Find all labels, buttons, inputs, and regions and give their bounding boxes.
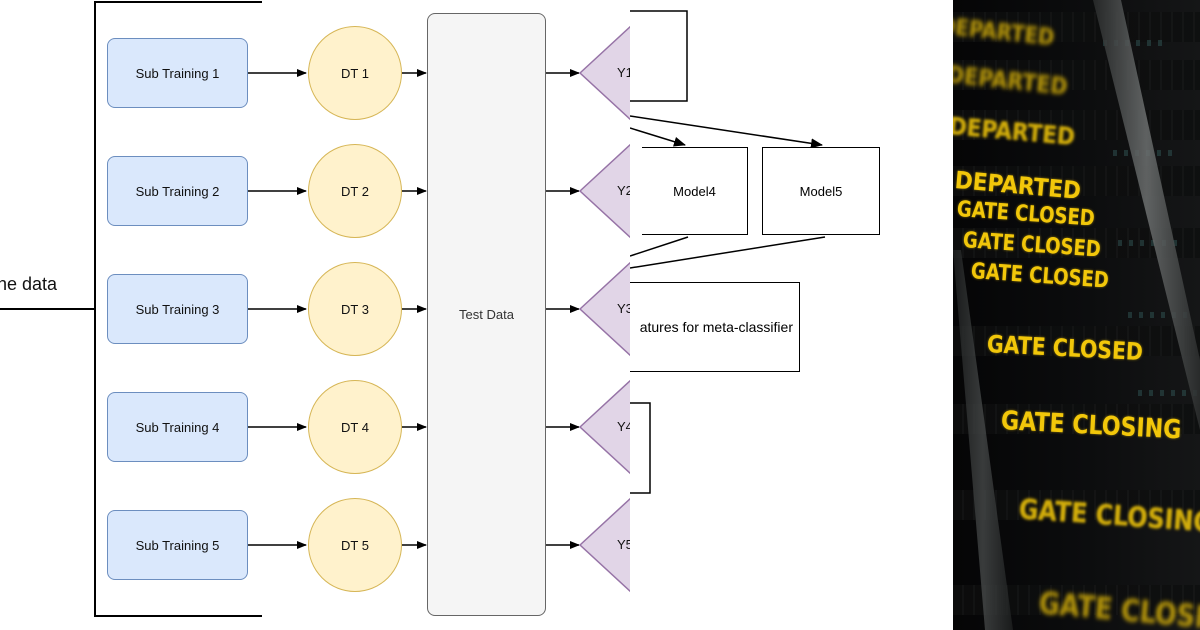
indicator-lights bbox=[1103, 40, 1163, 46]
meta-connectors bbox=[630, 10, 826, 494]
prediction-triangle-3 bbox=[578, 261, 630, 357]
top-output-box bbox=[630, 10, 688, 102]
sub-training-5: Sub Training 5 bbox=[107, 510, 248, 580]
decision-tree-3: DT 3 bbox=[308, 262, 402, 356]
decision-tree-2: DT 2 bbox=[308, 144, 402, 238]
prediction-triangle-4 bbox=[578, 379, 630, 475]
prediction-triangle-5 bbox=[578, 497, 630, 593]
sub-training-3: Sub Training 3 bbox=[107, 274, 248, 344]
model5-box: Model5 bbox=[762, 147, 880, 235]
indicator-lights bbox=[1118, 240, 1178, 246]
indicator-lights bbox=[1128, 312, 1188, 318]
decision-tree-1: DT 1 bbox=[308, 26, 402, 120]
indicator-lights bbox=[1138, 390, 1198, 396]
prediction-4: Y4 bbox=[617, 419, 630, 434]
test-data-label: Test Data bbox=[459, 307, 514, 322]
sub-training-2: Sub Training 2 bbox=[107, 156, 248, 226]
bottom-bracket bbox=[630, 402, 651, 494]
meta-classifier-features-box: atures for meta-classifier bbox=[630, 282, 800, 372]
departure-board-photo: DEPARTED DEPARTED DEPARTED DEPARTED GATE… bbox=[953, 0, 1200, 630]
board-text: GATE CLOSED bbox=[970, 259, 1110, 294]
prediction-triangle-1 bbox=[578, 25, 630, 121]
decision-tree-4: DT 4 bbox=[308, 380, 402, 474]
decision-tree-5: DT 5 bbox=[308, 498, 402, 592]
sub-training-4: Sub Training 4 bbox=[107, 392, 248, 462]
arrow-to-model4 bbox=[630, 127, 686, 147]
diagram-connectors bbox=[0, 1, 630, 617]
model4-label: Model4 bbox=[673, 183, 716, 199]
arrow-to-model5 bbox=[630, 115, 823, 149]
meta-classifier-label: atures for meta-classifier bbox=[639, 319, 793, 335]
prediction-3: Y3 bbox=[617, 301, 630, 316]
diagram-arrows bbox=[248, 69, 580, 549]
model4-box: Model4 bbox=[642, 147, 748, 235]
prediction-2: Y2 bbox=[617, 183, 630, 198]
meta-model-panel: Model4 Model5 atures for meta-classifier bbox=[630, 0, 953, 630]
line-from-model4 bbox=[630, 236, 689, 257]
prediction-1: Y1 bbox=[617, 65, 630, 80]
test-data-block: Test Data bbox=[427, 13, 546, 616]
source-data-label: he data bbox=[0, 274, 58, 294]
prediction-triangle-2 bbox=[578, 143, 630, 239]
stacking-diagram-panel: he data Sub Training 1 Sub Training 2 Su… bbox=[0, 1, 630, 617]
line-from-model5 bbox=[630, 236, 826, 269]
prediction-5: Y5 bbox=[617, 537, 630, 552]
model5-label: Model5 bbox=[799, 183, 843, 199]
sub-training-1: Sub Training 1 bbox=[107, 38, 248, 108]
prediction-triangles bbox=[578, 25, 630, 593]
indicator-lights bbox=[1113, 150, 1173, 156]
